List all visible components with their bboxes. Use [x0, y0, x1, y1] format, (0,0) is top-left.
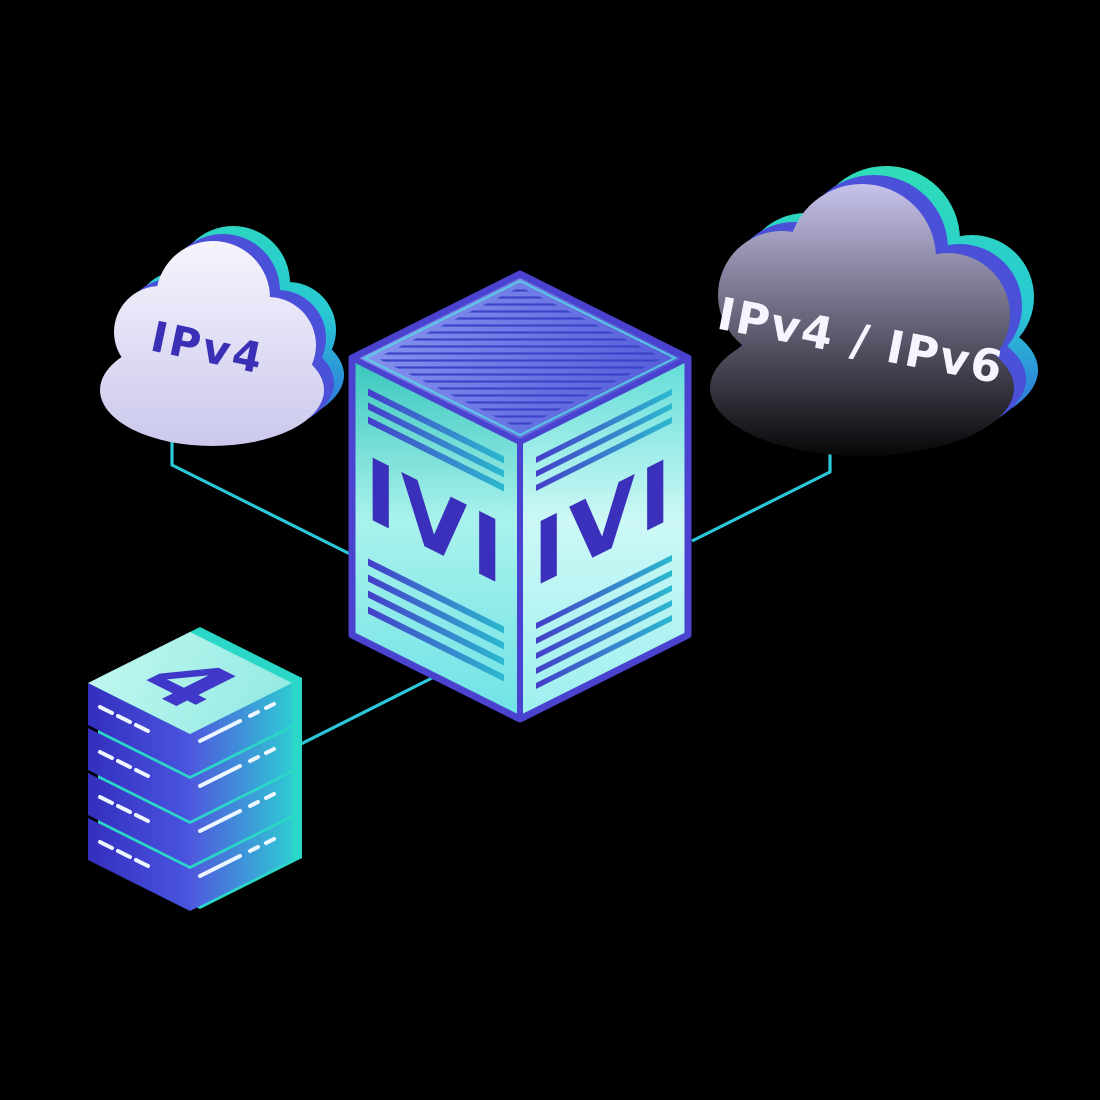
ipv4-cloud: IPv4 [100, 226, 344, 446]
cube-left-face-stripes [368, 388, 504, 682]
cube-right-face-stripes [536, 389, 672, 690]
ivi-translator-cube: IVI IVI [348, 270, 692, 723]
server-stack: 4 [86, 627, 302, 913]
server-stack-top-face [88, 632, 292, 734]
link-server-stack [284, 674, 437, 754]
cube-top-hatch [377, 287, 663, 429]
cube-edges [348, 270, 692, 723]
dual-stack-cloud: IPv4 / IPv6 [710, 166, 1038, 456]
cube-top-inner-border [362, 279, 678, 437]
